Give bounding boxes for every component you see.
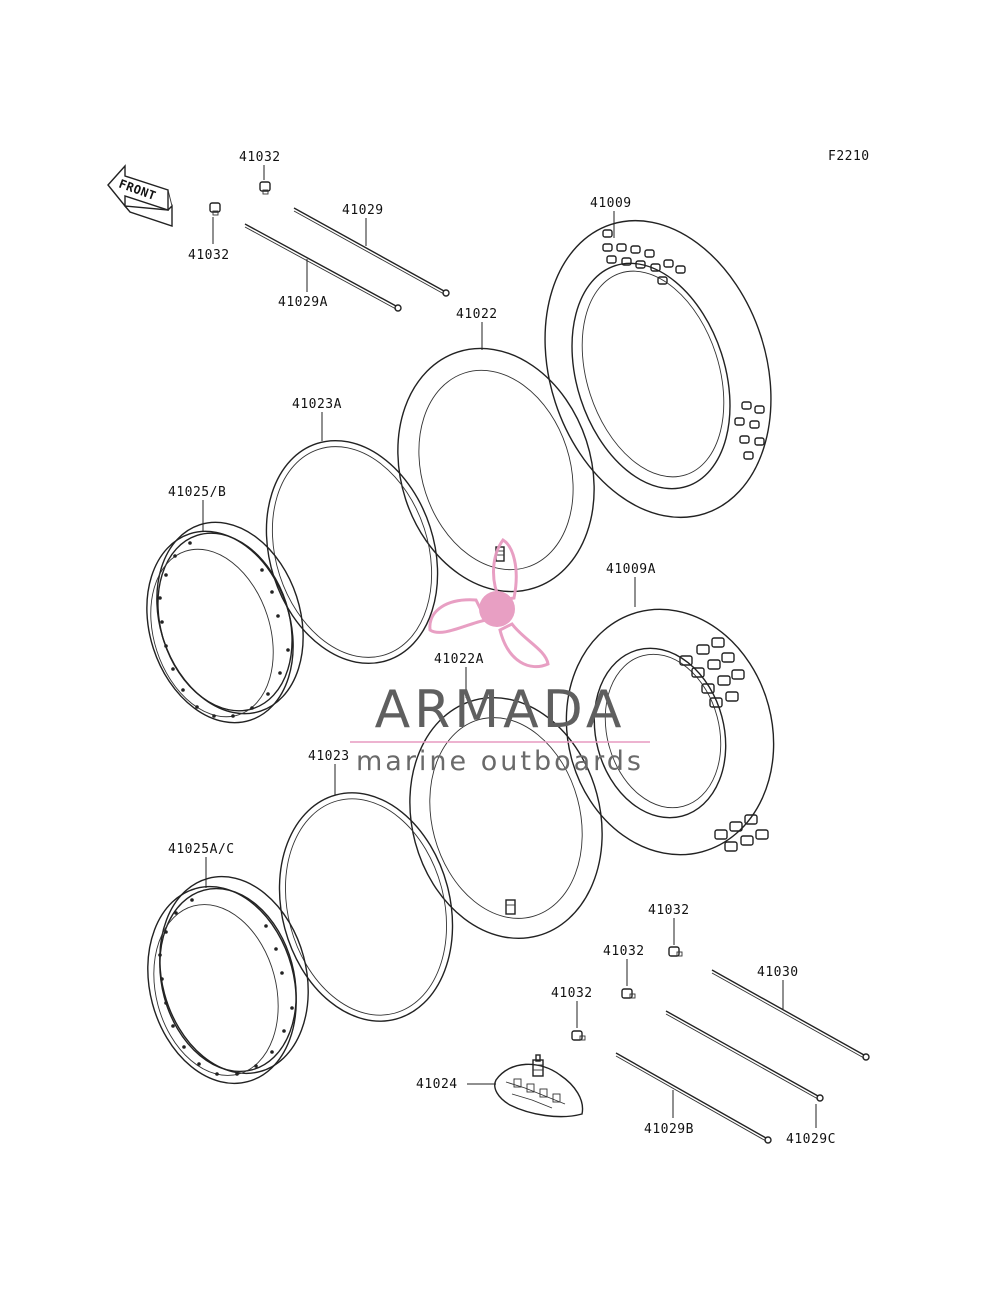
spoke-nipple-41032-c: 41032 [648, 903, 690, 957]
figure-code: F2210 [828, 149, 870, 164]
spoke-41029: 41029 [293, 203, 450, 297]
rim-band-41023a: 41023A [265, 397, 439, 665]
label-41032-a: 41032 [239, 150, 281, 165]
tire-tread-knobs [602, 229, 765, 460]
rim-spoke-holes-a [158, 898, 294, 1076]
front-arrow-icon: FRONT [107, 164, 173, 227]
spoke-41029c: 41029C [665, 1010, 836, 1147]
label-41024: 41024 [416, 1077, 458, 1092]
spoke-41029a: 41029A [244, 223, 402, 312]
inner-tube-41022: 41022 [397, 307, 595, 593]
watermark-tagline: marine outboards [356, 746, 644, 777]
label-41022: 41022 [456, 307, 498, 322]
spoke-nipple-41032-b: 41032 [188, 202, 230, 263]
spoke-41029b: 41029B [615, 1052, 772, 1144]
label-41023: 41023 [308, 749, 350, 764]
label-41029c: 41029C [786, 1132, 836, 1147]
label-41025b: 41025/B [168, 485, 226, 500]
watermark-brand: ARMADA [375, 680, 626, 740]
label-41030: 41030 [757, 965, 799, 980]
label-41029: 41029 [342, 203, 384, 218]
rim-41025b: 41025/B [146, 485, 304, 724]
label-41023a: 41023A [292, 397, 342, 412]
label-41032-b: 41032 [188, 248, 230, 263]
label-41029a: 41029A [278, 295, 328, 310]
rim-41025ac: 41025A/C [147, 842, 309, 1085]
label-41032-c: 41032 [648, 903, 690, 918]
tire-tread-knobs-a [679, 637, 769, 852]
tire-41009a: 41009A [565, 562, 775, 856]
inner-tube-41022a: 41022A [409, 652, 603, 940]
spoke-41030: 41030 [711, 965, 870, 1061]
spoke-nipple-41032-d: 41032 [603, 944, 645, 999]
label-41025ac: 41025A/C [168, 842, 235, 857]
watermark-logo-icon [428, 538, 550, 669]
label-41009: 41009 [590, 196, 632, 211]
spoke-nipple-41032-a: 41032 [239, 150, 281, 195]
label-41022a: 41022A [434, 652, 484, 667]
rim-band-41023: 41023 [278, 749, 454, 1022]
label-41029b: 41029B [644, 1122, 694, 1137]
label-41009a: 41009A [606, 562, 656, 577]
rim-lock-41024: 41024 [416, 1054, 584, 1118]
tire-41009: 41009 [544, 196, 772, 519]
label-41032-d: 41032 [603, 944, 645, 959]
rim-spoke-holes [158, 541, 290, 718]
spoke-nipple-41032-e: 41032 [551, 986, 593, 1041]
label-41032-e: 41032 [551, 986, 593, 1001]
